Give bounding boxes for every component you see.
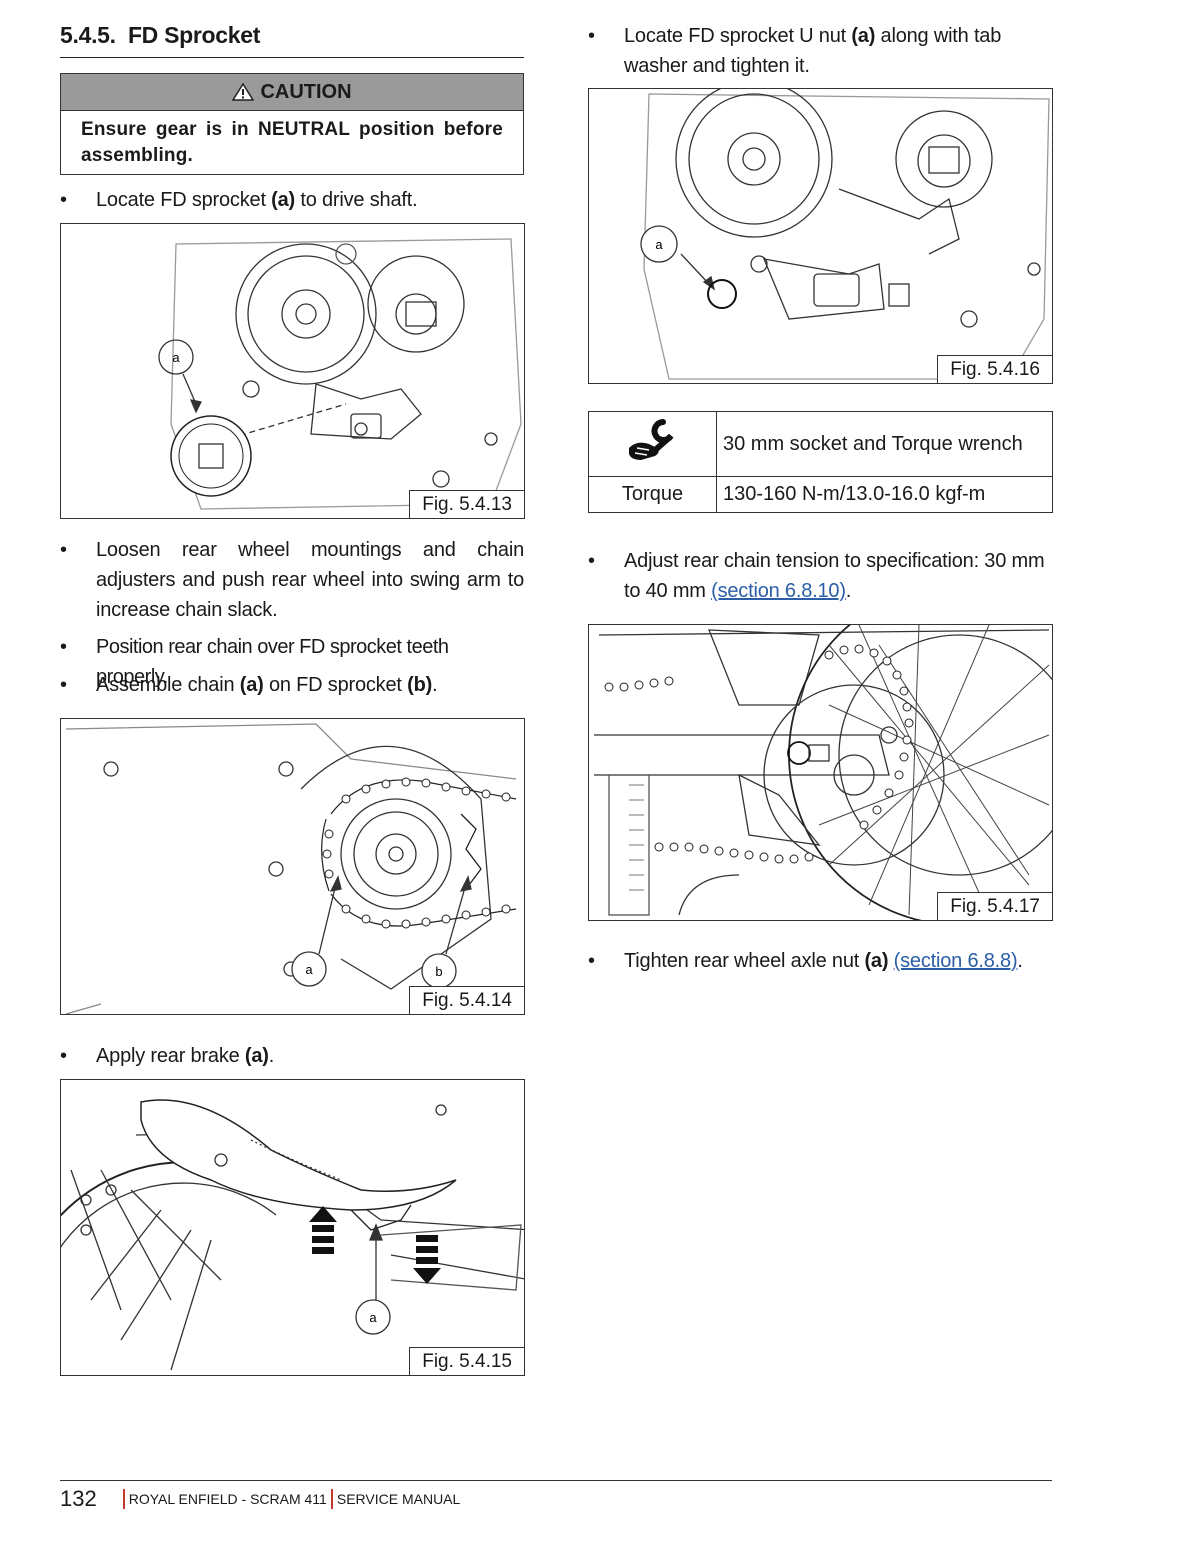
caution-label: CAUTION	[260, 80, 352, 103]
text: to drive shaft.	[295, 189, 418, 211]
engine-sprocket-illustration: a	[158, 238, 522, 510]
callout-a: a	[172, 350, 180, 365]
wrench-hand-icon	[628, 419, 674, 460]
tool-row: 30 mm socket and Torque wrench	[588, 411, 1053, 477]
text: .	[845, 580, 852, 602]
figure-5-4-14: a b Fig. 5.4.14	[60, 718, 525, 1015]
text: Apply rear brake	[96, 1045, 245, 1067]
footer-manual: SERVICE MANUAL	[336, 1491, 461, 1507]
text: .	[432, 674, 438, 696]
torque-label: Torque	[588, 476, 717, 513]
caution-text: Ensure gear is in NEUTRAL position befor…	[81, 119, 503, 166]
text: Loosen rear wheel mountings and chain ad…	[96, 539, 524, 621]
figure-caption: Fig. 5.4.13	[409, 490, 524, 518]
chain-adjust-illustration	[594, 625, 1052, 920]
figure-caption: Fig. 5.4.14	[409, 986, 524, 1014]
section-title: 5.4.5. FD Sprocket	[60, 22, 260, 49]
callout-ref: (a)	[239, 674, 264, 696]
warning-icon	[232, 83, 255, 101]
text: on FD sprocket	[263, 674, 408, 696]
page-footer: 132 ROYAL ENFIELD - SCRAM 411 SERVICE MA…	[60, 1486, 460, 1512]
bullet-position-chain: •Position rear chain over FD sprocket te…	[60, 636, 449, 688]
text: Locate FD sprocket U nut	[624, 25, 852, 47]
down-arrow-icon	[413, 1235, 441, 1284]
callout-ref: (a)	[271, 189, 296, 211]
footer-divider	[122, 1489, 125, 1509]
footer-brand: ROYAL ENFIELD - SCRAM 411	[128, 1491, 327, 1507]
bullet-apply-brake: •Apply rear brake (a).	[60, 1045, 275, 1067]
bullet-assemble-chain: •Assemble chain (a) on FD sprocket (b).	[60, 674, 438, 696]
text: Position rear chain over FD sprocket tee…	[96, 636, 449, 688]
up-arrow-icon	[309, 1206, 337, 1254]
callout-a: a	[655, 237, 663, 252]
tool-icon-cell	[588, 411, 717, 477]
text: .	[268, 1045, 275, 1067]
text: Assemble chain	[96, 674, 240, 696]
figure-caption: Fig. 5.4.17	[937, 892, 1052, 920]
figure-caption: Fig. 5.4.16	[937, 355, 1052, 383]
tool-description: 30 mm socket and Torque wrench	[716, 411, 1053, 477]
bullet-adjust-chain: •Adjust rear chain tension to specificat…	[588, 550, 1045, 602]
chain-sprocket-illustration: a b	[65, 723, 517, 1014]
text: .	[1017, 950, 1023, 972]
torque-row: Torque 130-160 N-m/13.0-16.0 kgf-m	[588, 476, 1053, 513]
bullet-locate-u-nut: •Locate FD sprocket U nut (a) along with…	[588, 25, 1002, 77]
section-number: 5.4.5.	[60, 22, 116, 48]
callout-ref: (a)	[244, 1045, 269, 1067]
figure-caption: Fig. 5.4.15	[409, 1347, 524, 1375]
text: Locate FD sprocket	[96, 189, 272, 211]
text: Adjust rear chain tension to specificati…	[624, 550, 1045, 602]
callout-a: a	[305, 962, 313, 977]
bullet-loosen-wheel: •Loosen rear wheel mountings and chain a…	[60, 539, 524, 621]
text: along with tab washer and tighten it.	[624, 25, 1002, 77]
figure-5-4-15: a Fig. 5.4.15	[60, 1079, 525, 1376]
footer-rule	[60, 1480, 1052, 1481]
text: Tighten rear wheel axle nut	[624, 950, 865, 972]
figure-5-4-17: Fig. 5.4.17	[588, 624, 1053, 921]
section-heading: FD Sprocket	[127, 22, 261, 48]
rear-brake-illustration: a	[61, 1099, 524, 1371]
callout-a: a	[369, 1310, 377, 1325]
callout-b: b	[435, 964, 442, 979]
callout-ref: (a)	[851, 25, 876, 47]
u-nut-illustration: a	[640, 89, 1050, 380]
section-link-6-8-8[interactable]: (section 6.8.8)	[893, 950, 1018, 972]
figure-5-4-13: a Fig. 5.4.13	[60, 223, 525, 519]
callout-ref: (b)	[407, 674, 433, 696]
section-link-6-8-10[interactable]: (section 6.8.10)	[711, 580, 846, 602]
sprocket-gear	[170, 415, 252, 497]
torque-value: 130-160 N-m/13.0-16.0 kgf-m	[716, 476, 1053, 513]
bullet-tighten-axle: •Tighten rear wheel axle nut (a) (sectio…	[588, 950, 1023, 972]
footer-divider	[330, 1489, 333, 1509]
caution-box: CAUTION Ensure gear is in NEUTRAL positi…	[60, 73, 524, 175]
figure-5-4-16: a Fig. 5.4.16	[588, 88, 1053, 384]
caution-header: CAUTION	[61, 74, 523, 111]
bullet-locate-sprocket: •Locate FD sprocket (a) to drive shaft.	[60, 189, 418, 211]
callout-ref: (a)	[864, 950, 889, 972]
page-number: 132	[60, 1486, 97, 1511]
tool-torque-table: 30 mm socket and Torque wrench Torque 13…	[588, 411, 1053, 513]
section-rule	[60, 57, 524, 58]
